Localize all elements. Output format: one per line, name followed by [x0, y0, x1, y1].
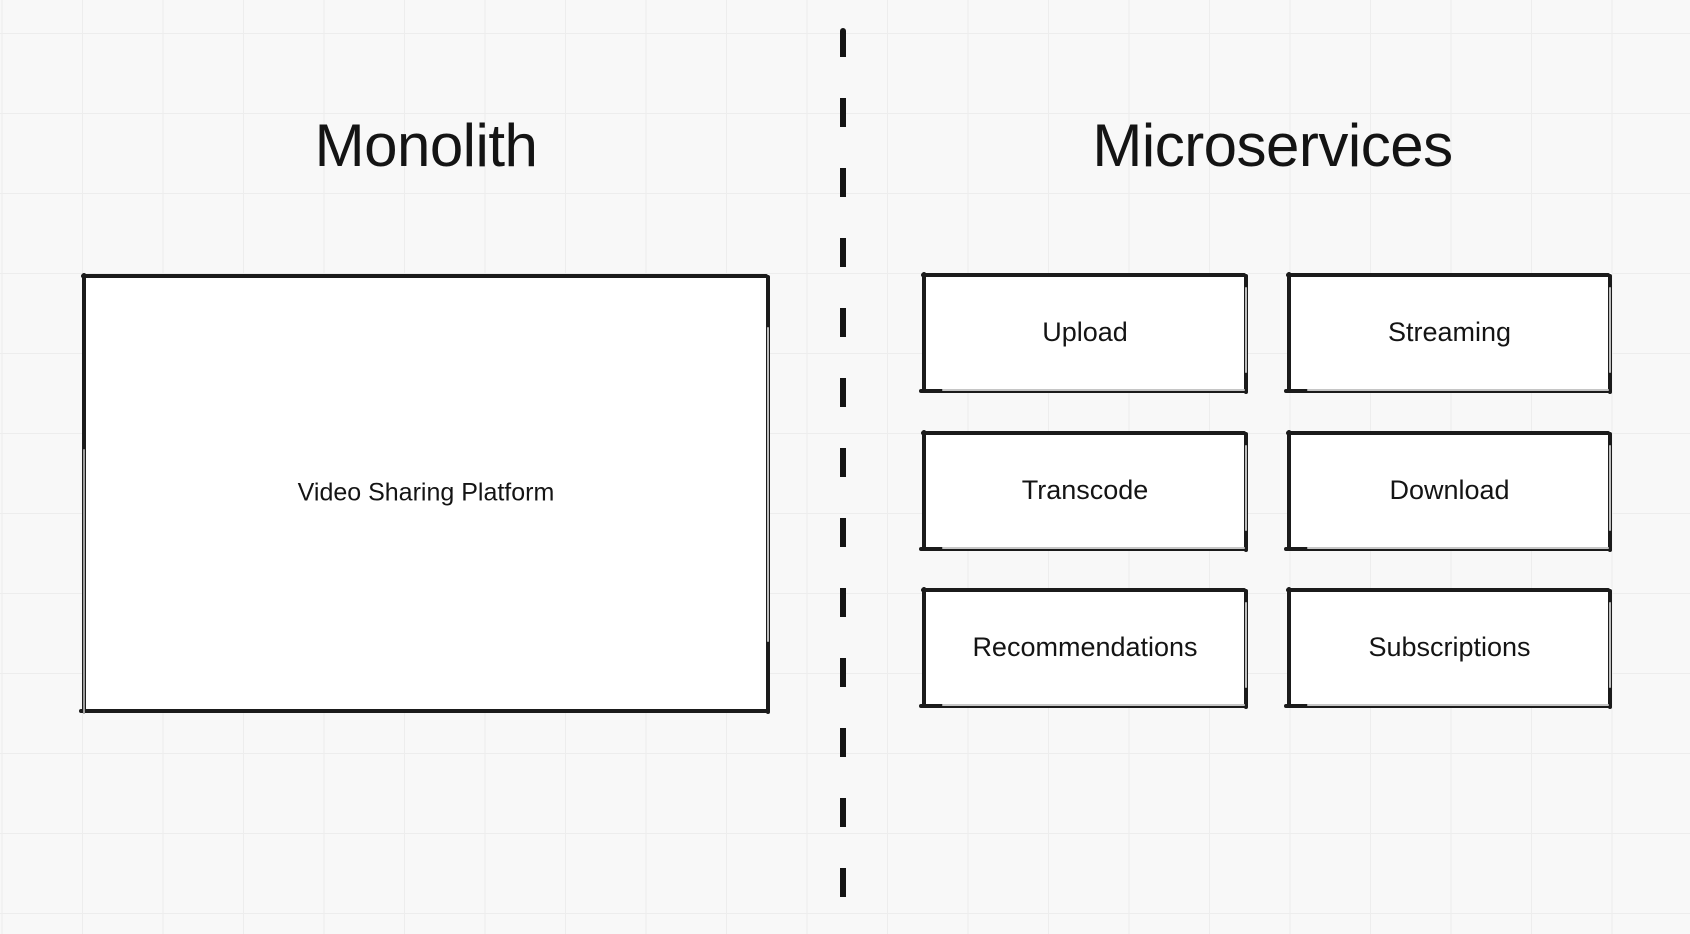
- section-heading-microservices: Microservices: [1092, 112, 1453, 179]
- box-edge-bottom-secondary: [1306, 547, 1609, 549]
- node-subscriptions[interactable]: Subscriptions: [1284, 587, 1612, 709]
- node-streaming[interactable]: Streaming: [1284, 272, 1612, 394]
- box-edge-left: [922, 587, 926, 706]
- box-edge-right-secondary: [1245, 287, 1247, 373]
- node-label: Subscriptions: [1368, 631, 1531, 662]
- box-edge-bottom: [79, 709, 770, 713]
- box-edge-left: [1287, 430, 1291, 549]
- box-edge-bottom: [919, 389, 1248, 393]
- box-edge-top: [1286, 588, 1610, 592]
- node-label: Streaming: [1387, 316, 1512, 347]
- box-edge-bottom: [1284, 704, 1612, 708]
- box-edge-left: [1287, 272, 1291, 391]
- box-edge-bottom: [1284, 389, 1612, 393]
- box-edge-right-secondary: [1609, 287, 1611, 373]
- box-edge-bottom-secondary: [941, 389, 1245, 391]
- node-label: Video Sharing Platform: [297, 478, 555, 507]
- node-label: Transcode: [1021, 474, 1149, 505]
- node-recommendations[interactable]: Recommendations: [919, 587, 1248, 709]
- box-edge-top: [921, 273, 1246, 277]
- box-edge-right-secondary: [1245, 602, 1247, 688]
- box-edge-top: [1286, 273, 1610, 277]
- box-edge-right-secondary: [767, 326, 769, 642]
- section-heading-monolith: Monolith: [314, 112, 538, 179]
- box-edge-top: [921, 588, 1246, 592]
- node-label: Download: [1389, 474, 1510, 505]
- box-edge-right-secondary: [1245, 445, 1247, 531]
- box-edge-left: [1287, 587, 1291, 706]
- box-edge-top: [921, 431, 1246, 435]
- node-transcode[interactable]: Transcode: [919, 430, 1248, 552]
- box-edge-bottom-secondary: [1306, 704, 1609, 706]
- node-video-sharing-platform[interactable]: Video Sharing Platform: [79, 273, 770, 714]
- box-edge-right-secondary: [1609, 445, 1611, 531]
- node-upload[interactable]: Upload: [919, 272, 1248, 394]
- box-edge-top: [81, 274, 768, 278]
- box-edge-top: [1286, 431, 1610, 435]
- box-edge-bottom-secondary: [941, 704, 1245, 706]
- node-label: Upload: [1042, 316, 1128, 347]
- box-edge-bottom: [919, 547, 1248, 551]
- box-edge-right-secondary: [1609, 602, 1611, 688]
- box-edge-bottom-secondary: [1306, 389, 1609, 391]
- vertical-dashed-divider: [840, 28, 846, 908]
- box-edge-bottom: [1284, 547, 1612, 551]
- box-edge-bottom: [919, 704, 1248, 708]
- box-edge-left: [922, 430, 926, 549]
- box-edge-left-secondary: [83, 449, 85, 714]
- box-edge-left: [922, 272, 926, 391]
- node-label: Recommendations: [972, 631, 1198, 662]
- node-download[interactable]: Download: [1284, 430, 1612, 552]
- box-edge-bottom-secondary: [941, 547, 1245, 549]
